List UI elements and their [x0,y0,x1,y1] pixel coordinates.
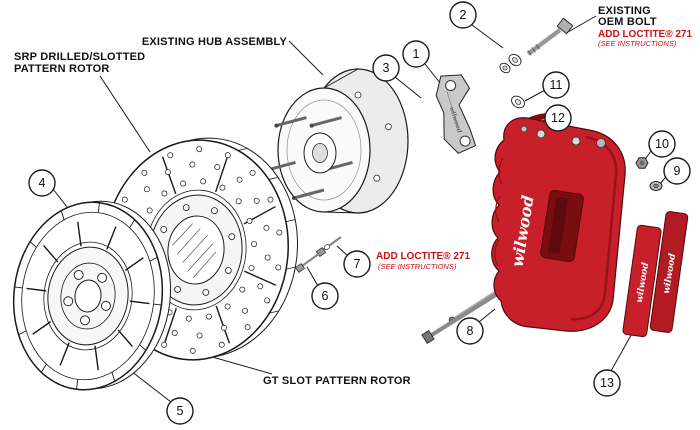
label-hub-assembly: EXISTING HUB ASSEMBLY [142,36,288,48]
label-loctite-mid-sub: (SEE INSTRUCTIONS) [378,262,457,271]
label-loctite-top-sub: (SEE INSTRUCTIONS) [598,39,677,48]
callout-number: 1 [413,47,420,61]
oem-bolt-group [499,17,574,74]
callout-number: 9 [674,164,681,178]
callout-number: 5 [177,404,184,418]
callout-6: 6 [311,282,339,310]
label-loctite-mid: ADD LOCTITE® 271 [376,251,470,262]
callout-number: 3 [383,61,390,75]
label-srp-rotor-line2: PATTERN ROTOR [14,63,110,75]
bolt-head [421,329,435,345]
callout-number: 10 [655,137,669,151]
caliper-bolt-head [536,129,546,139]
label-srp-rotor-line1: SRP DRILLED/SLOTTED [14,51,145,63]
label-oem-line1: EXISTING [598,5,651,17]
callout-10: 10 [648,130,676,158]
caliper-window [540,189,584,263]
gt-slots [26,221,150,371]
callout-2: 2 [449,1,477,29]
banjo-fitting [596,138,606,148]
hub-assembly [263,68,409,214]
washer-11 [511,95,525,109]
callout-3: 3 [372,54,400,82]
oem-bolt-head [556,17,574,35]
callout-number: 4 [39,176,46,190]
callout-4: 4 [28,169,56,197]
label-loctite-top: ADD LOCTITE® 271 [598,29,692,40]
callout-number: 12 [551,111,565,125]
caliper-bolt-head [571,136,581,146]
callout-13: 13 [593,369,621,397]
nut-10 [635,157,649,169]
callout-12: 12 [544,104,572,132]
scallop-ticks [14,202,162,390]
caliper: wilwood [491,113,626,332]
small-bolt-6 [294,252,321,274]
brake-pads: wilwood wilwood [622,211,689,338]
callout-number: 2 [460,8,467,22]
callout-9: 9 [663,157,691,185]
gt-rotor [12,200,172,391]
callout-7: 7 [343,250,371,278]
callout-number: 6 [322,289,329,303]
section-hatch [172,223,217,279]
label-oem-line2: OEM BOLT [598,16,657,28]
callouts: 1 2 3 4 5 6 7 8 [28,1,691,425]
label-gt-rotor: GT SLOT PATTERN ROTOR [263,375,411,387]
callout-number: 7 [354,257,361,271]
callout-5: 5 [166,397,194,425]
washer-9 [649,181,663,191]
bleed-screw [520,125,528,133]
mounting-bracket: wilwood [435,74,477,154]
callout-number: 13 [600,376,614,390]
oem-washer-2 [499,62,511,74]
callout-number: 8 [467,324,474,338]
callout-number: 11 [550,78,563,92]
callout-1: 1 [402,40,430,68]
oem-washer-1 [508,53,522,67]
callout-8: 8 [456,317,484,345]
callout-11: 11 [542,71,570,99]
